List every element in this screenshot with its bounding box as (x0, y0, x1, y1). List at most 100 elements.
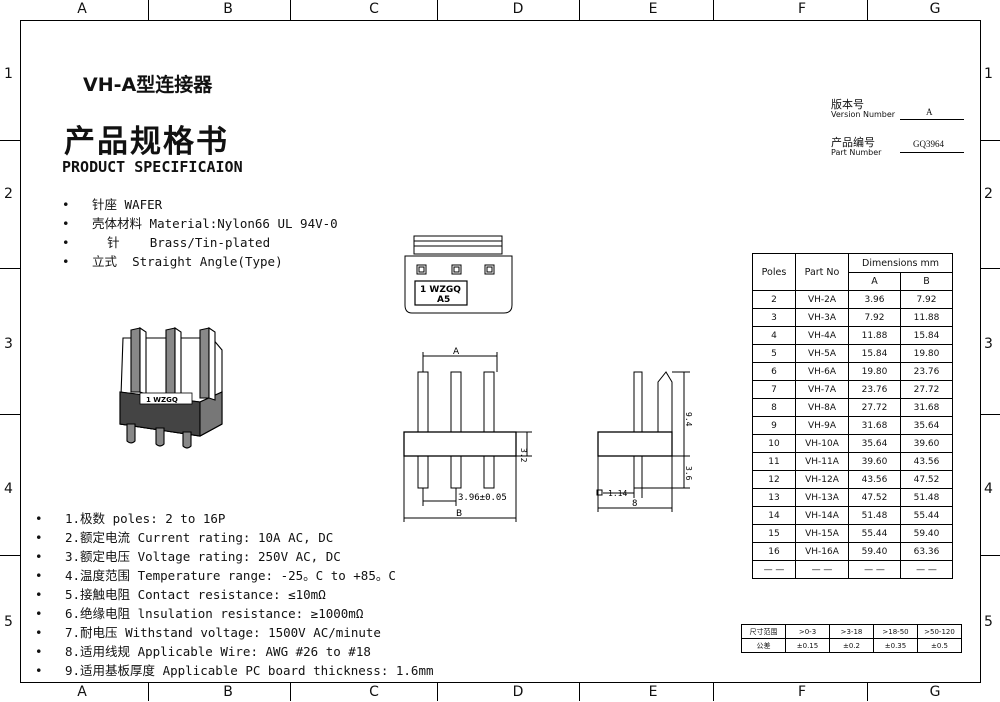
tol-range: >3-18 (829, 624, 874, 639)
spec-item: •3.额定电压 Voltage rating: 250V AC, DC (35, 549, 341, 564)
dim-8: 8 (632, 499, 637, 509)
grid-column-label: A (77, 684, 87, 700)
spec-item: •7.耐电压 Withstand voltage: 1500V AC/minut… (35, 625, 381, 640)
table-cell: VH-4A (795, 326, 849, 345)
table-cell: 27.72 (900, 380, 953, 399)
spec-item: •5.接触电阻 Contact resistance: ≤10mΩ (35, 587, 326, 602)
table-cell: 15 (752, 524, 796, 543)
table-cell: 63.36 (900, 542, 953, 561)
version-label-cn: 版本号 (831, 98, 864, 111)
table-cell: 11.88 (848, 326, 901, 345)
part-label-cn: 产品编号 (831, 136, 875, 149)
table-cell: — — (848, 560, 901, 579)
table-cell: 10 (752, 434, 796, 453)
table-cell: 3 (752, 308, 796, 327)
grid-column-label: B (223, 684, 233, 700)
table-cell: 11 (752, 452, 796, 471)
spec-item: •1.极数 poles: 2 to 16P (35, 511, 226, 526)
grid-tick (0, 555, 20, 556)
table-cell: VH-10A (795, 434, 849, 453)
table-cell: 39.60 (848, 452, 901, 471)
grid-row-label: 3 (984, 336, 993, 352)
version-underline (900, 119, 964, 120)
grid-column-label: D (512, 684, 524, 700)
grid-row-label: 5 (4, 614, 13, 630)
part-value: GQ3964 (913, 139, 944, 149)
grid-column-label: G (929, 1, 941, 17)
col-header-poles: Poles (752, 253, 796, 291)
dim-b: B (456, 509, 462, 519)
table-cell: 31.68 (900, 398, 953, 417)
col-header-part: Part No (795, 253, 849, 291)
spec-item: •6.绝缘电阻 lnsulation resistance: ≥1000mΩ (35, 606, 364, 621)
table-cell: 47.52 (900, 470, 953, 489)
table-cell: 59.40 (900, 524, 953, 543)
grid-column-label: C (369, 684, 379, 700)
table-cell: 51.48 (848, 506, 901, 525)
dim-9-4: 9.4 (684, 412, 693, 427)
tol-range: >0-3 (785, 624, 830, 639)
grid-column-label: D (512, 1, 524, 17)
feature-item: • 针 Brass/Tin-plated (62, 235, 271, 250)
table-cell: VH-9A (795, 416, 849, 435)
dim-a: A (453, 347, 460, 357)
table-cell: — — (752, 560, 796, 579)
grid-tick (0, 268, 20, 269)
spec-item: •2.额定电流 Current rating: 10A AC, DC (35, 530, 334, 545)
grid-column-label: E (648, 1, 658, 17)
table-cell: 7.92 (900, 290, 953, 309)
grid-column-label: C (369, 1, 379, 17)
table-cell: 2 (752, 290, 796, 309)
table-cell: VH-14A (795, 506, 849, 525)
grid-tick (437, 682, 438, 701)
product-type: VH-A型连接器 (83, 74, 213, 96)
table-cell: 31.68 (848, 416, 901, 435)
table-cell: VH-7A (795, 380, 849, 399)
grid-row-label: 1 (984, 66, 993, 82)
table-cell: 35.64 (900, 416, 953, 435)
part-label-en: Part Number (831, 148, 882, 157)
version-label-en: Version Number (831, 110, 896, 119)
grid-column-label: G (929, 684, 941, 700)
column-bar-bottom (20, 682, 981, 702)
table-cell: 12 (752, 470, 796, 489)
grid-row-label: 5 (984, 614, 993, 630)
table-cell: VH-15A (795, 524, 849, 543)
grid-row-label: 2 (4, 186, 13, 202)
grid-tick (980, 140, 1000, 141)
dim-1-14: 1.14 (608, 489, 627, 498)
table-cell: 23.76 (848, 380, 901, 399)
table-cell: 59.40 (848, 542, 901, 561)
feature-item: •壳体材料 Material:Nylon66 UL 94V-0 (62, 216, 338, 231)
grid-column-label: F (797, 684, 807, 700)
grid-row-label: 2 (984, 186, 993, 202)
table-cell: 39.60 (900, 434, 953, 453)
table-cell: VH-5A (795, 344, 849, 363)
dim-3-2: 3.2 (519, 448, 528, 463)
table-cell: — — (795, 560, 849, 579)
connector-side-elevation (596, 371, 690, 512)
tolerance-table: 尺寸范围 >0-3 >3-18 >18-50 >50-120 公差 ±0.15 … (741, 624, 962, 653)
tol-value: ±0.15 (785, 638, 830, 653)
grid-column-label: E (648, 684, 658, 700)
grid-row-label: 4 (4, 481, 13, 497)
tol-value: ±0.35 (873, 638, 918, 653)
table-cell: VH-2A (795, 290, 849, 309)
table-cell: 55.44 (900, 506, 953, 525)
table-cell: 51.48 (900, 488, 953, 507)
grid-tick (867, 0, 868, 20)
tol-range-label: 尺寸范围 (741, 624, 786, 639)
table-cell: 7.92 (848, 308, 901, 327)
